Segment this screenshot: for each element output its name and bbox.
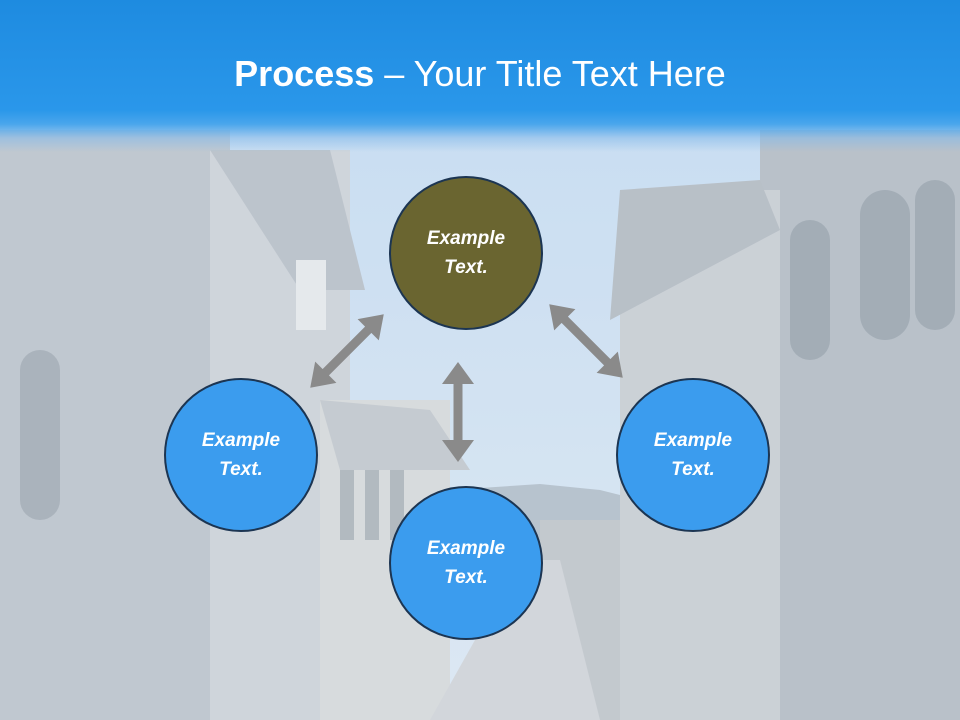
process-node-right[interactable]: Example Text. — [616, 378, 770, 532]
node-bottom-line2: Text. — [444, 567, 488, 588]
node-right-line1: Example — [653, 430, 733, 451]
node-left-line1: Example — [201, 430, 281, 451]
header-bar — [0, 0, 960, 152]
process-node-left[interactable]: Example Text. — [164, 378, 318, 532]
node-top-line1: Example — [426, 228, 506, 249]
double-arrow-icon-vertical — [442, 362, 474, 462]
node-right-line2: Text. — [671, 459, 715, 480]
node-bottom-line1: Example — [426, 538, 506, 559]
node-top-line2: Text. — [444, 257, 488, 278]
process-node-bottom[interactable]: Example Text. — [389, 486, 543, 640]
slide-title: Process – Your Title Text Here — [0, 52, 960, 96]
title-rest: – Your Title Text Here — [374, 53, 726, 94]
double-arrow-icon-right — [549, 304, 623, 378]
process-node-top[interactable]: Example Text. — [389, 176, 543, 330]
double-arrow-icon-left — [310, 314, 384, 388]
node-left-line2: Text. — [219, 459, 263, 480]
title-bold: Process — [234, 53, 375, 94]
